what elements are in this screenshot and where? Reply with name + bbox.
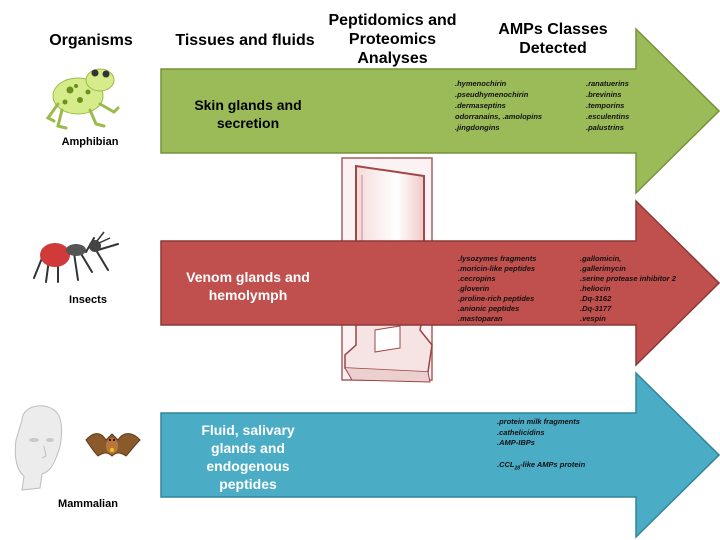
amp-item: .pseudhymenochirin [455, 90, 529, 99]
amp-item: .Dq-3177 [580, 304, 612, 313]
bat-icon [85, 433, 141, 457]
amp-item: .Dq-3162 [580, 294, 612, 303]
insect-arrow [160, 199, 720, 367]
amp-item: .jingdongins [455, 123, 500, 132]
amp-item: .protein milk fragments [497, 417, 580, 426]
tissue-insects: Venom glands and hemolymph [186, 269, 310, 303]
amp-item: .serine protease inhibitor 2 [580, 274, 676, 283]
amp-item: .brevinins [586, 90, 622, 99]
amp-item: .esculentins [586, 112, 630, 121]
amphibian-arrow [160, 27, 720, 195]
amp-item: .ranatuerins [586, 79, 629, 88]
amp-item: .gloverin [458, 284, 490, 293]
amp-item: .vespin [580, 314, 606, 323]
header-peptidomics: Peptidomics and Proteomics Analyses [328, 12, 457, 67]
amphibian-amps-col2: .ranatuerins .brevinins .temporins .escu… [586, 78, 629, 133]
organism-amphibian: Amphibian [61, 136, 119, 148]
ccl-subscript: 28 [514, 465, 521, 471]
amp-item-ccl: .CCL28-like AMPs protein [497, 460, 585, 474]
frog-icon [45, 68, 120, 130]
mammal-arrow [160, 371, 720, 539]
amp-item: .AMP-IBPs [497, 438, 535, 447]
amp-item: .palustrins [586, 123, 624, 132]
insect-amps-col1: .lysozymes fragments .moricin-like pepti… [458, 254, 536, 324]
header-tissues: Tissues and fluids [175, 32, 315, 49]
amp-item: .dermaseptins [455, 101, 506, 110]
amp-item: .cathelicidins [497, 427, 545, 437]
insect-amps-col2: .gallomicin, .gallerimycin .serine prote… [580, 254, 676, 324]
amp-item: .hymenochirin [455, 79, 507, 88]
amp-item: .proline-rich peptides [458, 294, 535, 303]
amp-item: .anionic peptides [458, 304, 520, 313]
human-head-icon [14, 405, 63, 491]
tissue-mammalian: Fluid, salivary glands and endogenous pe… [201, 422, 295, 492]
tissue-amphibian: Skin glands and secretion [194, 97, 302, 131]
ccl-prefix: .CCL [497, 459, 515, 469]
amp-item: .lysozymes fragments [458, 254, 537, 263]
ant-icon [33, 231, 119, 283]
mammalian-amps-col1: .protein milk fragments .cathelicidins .… [497, 417, 585, 474]
header-amps: AMPs Classes Detected [498, 21, 608, 57]
header-organisms: Organisms [49, 32, 133, 49]
ccl-suffix: -like AMPs protein [520, 459, 586, 469]
amp-item: .cecropins [458, 274, 496, 283]
amp-item: .mastoparan [458, 314, 503, 323]
amp-item: odorranains, .amolopins [455, 112, 543, 121]
amphibian-amps-col1: .hymenochirin .pseudhymenochirin .dermas… [455, 78, 542, 133]
organism-insects: Insects [69, 294, 107, 306]
amp-item: .heliocin [580, 284, 611, 293]
amp-item: .gallomicin, [580, 254, 622, 263]
amp-item: .temporins [586, 101, 625, 110]
amp-item: .moricin-like peptides [458, 264, 536, 273]
amp-item: .gallerimycin [580, 264, 626, 273]
organism-mammalian: Mammalian [58, 498, 118, 510]
